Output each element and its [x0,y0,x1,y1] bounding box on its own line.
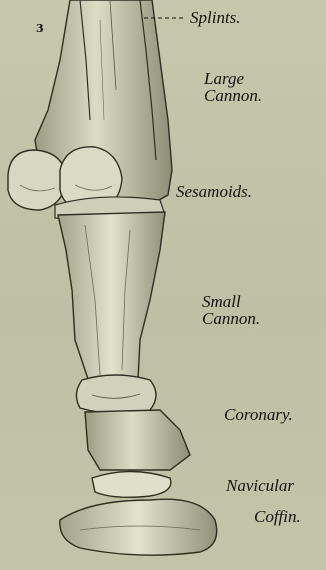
label-navicular: Navicular [226,477,294,494]
small-cannon-bone [58,212,165,385]
label-sesamoids: Sesamoids. [176,183,252,200]
label-small-cannon-line1: Small [202,293,260,310]
label-coffin: Coffin. [254,508,301,525]
label-large-cannon: Large Cannon. [204,70,262,104]
label-splints: Splints. [190,9,241,26]
label-small-cannon: Small Cannon. [202,293,260,327]
label-small-cannon-line2: Cannon. [202,310,260,327]
navicular-bone [92,472,171,498]
plate-number: 3 [36,22,44,35]
sesamoid-left [8,150,66,210]
label-large-cannon-line2: Cannon. [204,87,262,104]
coronary-joint [76,375,156,414]
coffin-bone [60,499,217,555]
label-large-cannon-line1: Large [204,70,262,87]
label-coronary: Coronary. [224,406,293,423]
coronary-bone [85,410,190,470]
